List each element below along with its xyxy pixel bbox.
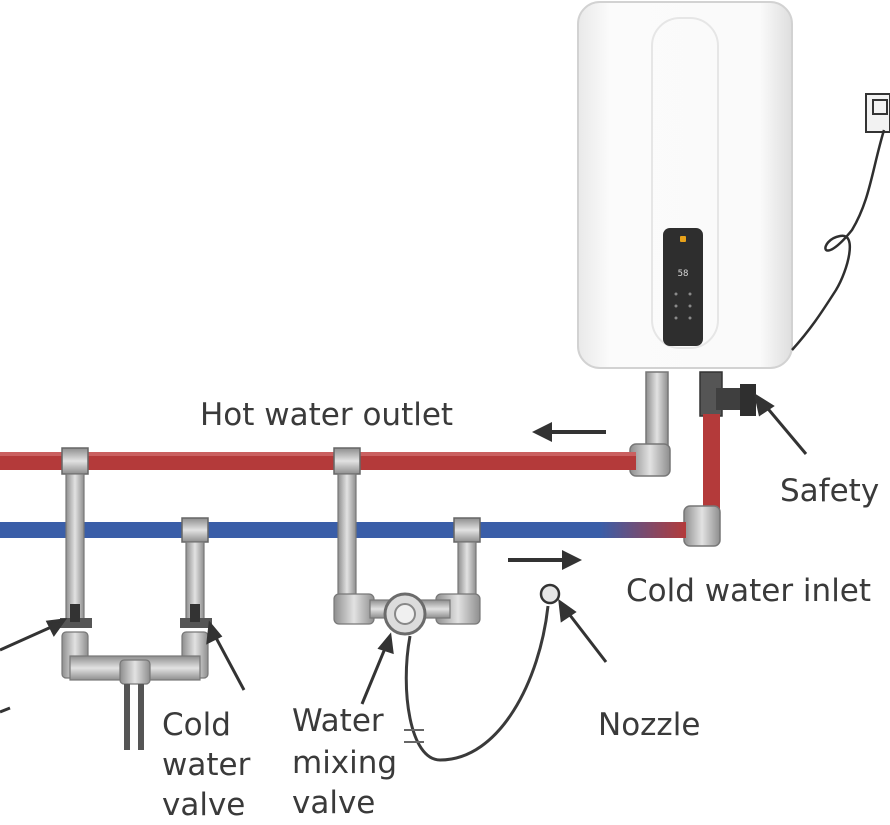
water-heater: 58 bbox=[577, 1, 793, 369]
label-cold-water-valve-line3: valve bbox=[162, 787, 246, 823]
cold-water-pipe bbox=[0, 522, 686, 538]
power-cable bbox=[791, 129, 886, 351]
power-socket-icon bbox=[865, 93, 890, 133]
edge-marker bbox=[0, 706, 11, 714]
label-cold-water-valve-line1: Cold bbox=[162, 707, 231, 743]
label-water-mixing-valve-line1: Water bbox=[292, 703, 384, 739]
basin-branch bbox=[60, 473, 212, 750]
shower-hose bbox=[404, 583, 561, 762]
label-cold-water-inlet: Cold water inlet bbox=[626, 573, 872, 609]
valve-icon bbox=[70, 604, 80, 622]
hot-water-pipe bbox=[0, 452, 636, 470]
label-cold-water-valve-line2: water bbox=[162, 747, 251, 783]
label-water-mixing-valve-line2: mixing bbox=[292, 745, 398, 781]
label-safety: Safety bbox=[780, 473, 880, 509]
hot-outlet-riser bbox=[629, 371, 671, 477]
cold-inlet-riser bbox=[683, 371, 756, 547]
mixing-branch bbox=[333, 473, 481, 636]
callout-arrows bbox=[0, 392, 808, 705]
flow-arrow-icon bbox=[532, 422, 606, 442]
display-panel bbox=[663, 228, 703, 346]
valve-icon bbox=[190, 604, 200, 622]
label-water-mixing-valve-line3: valve bbox=[292, 785, 376, 821]
flow-arrow-icon bbox=[508, 550, 582, 570]
display-accent-icon bbox=[680, 236, 686, 242]
tee-fittings bbox=[61, 447, 481, 543]
label-hot-water-outlet: Hot water outlet bbox=[200, 397, 454, 433]
display-reading: 58 bbox=[678, 269, 689, 279]
nozzle-icon bbox=[539, 583, 561, 605]
label-nozzle: Nozzle bbox=[598, 707, 701, 743]
